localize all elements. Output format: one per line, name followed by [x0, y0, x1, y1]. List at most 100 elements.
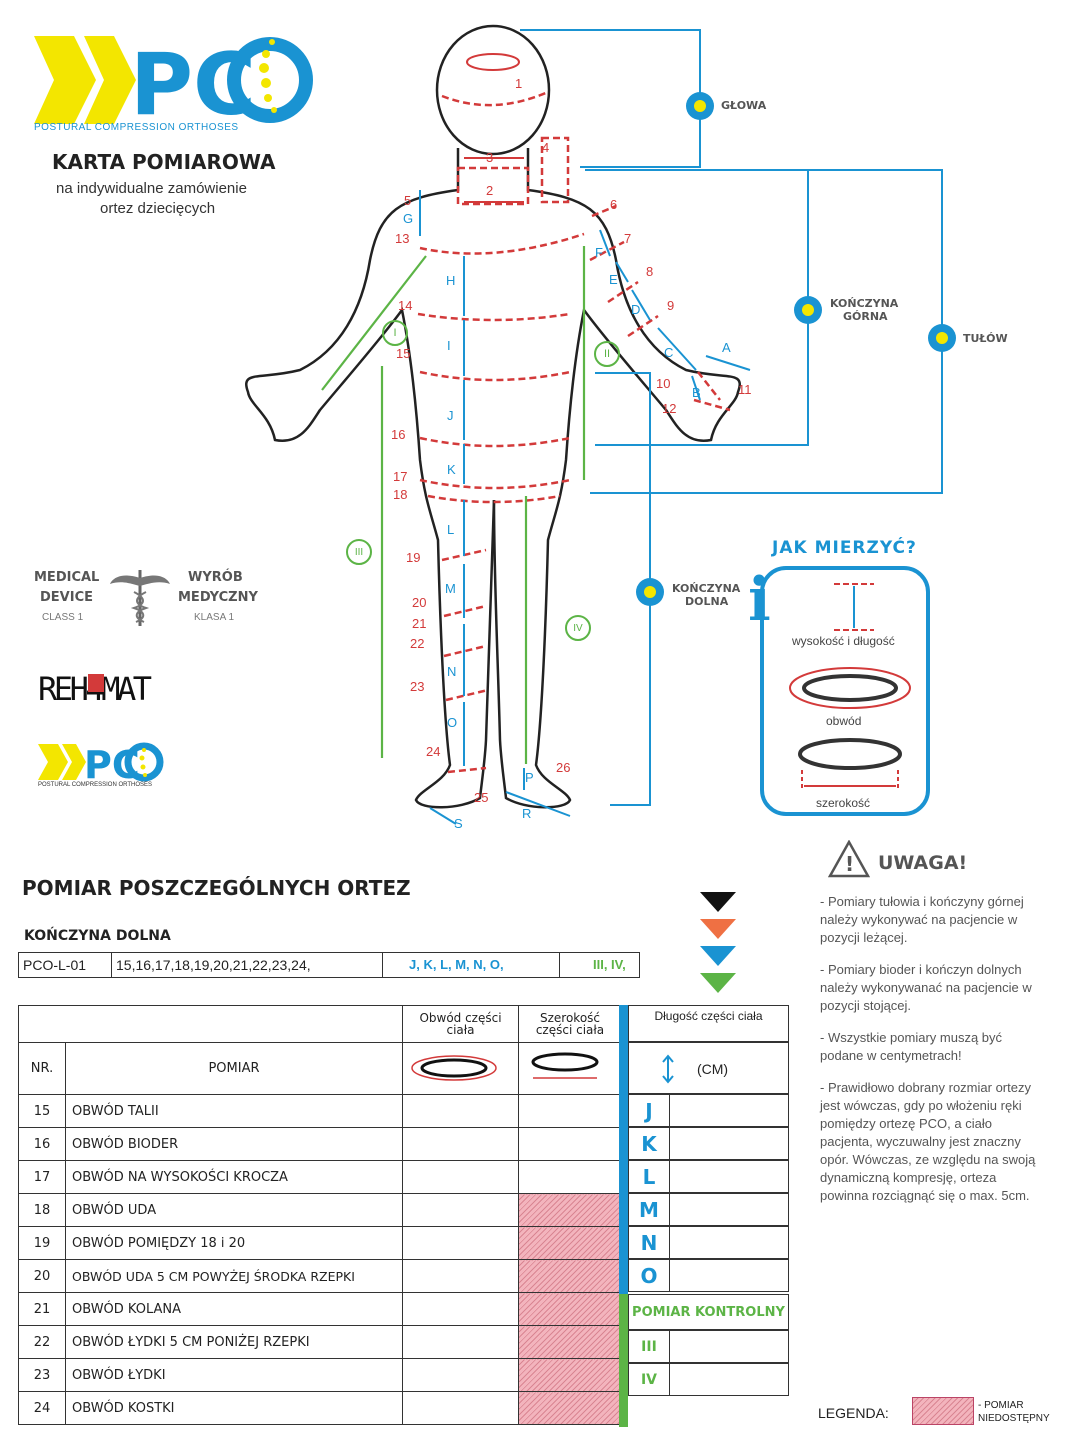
- figure-label-8: 8: [646, 264, 654, 279]
- warning-item-2: - Pomiary bioder i kończyn dolnych należ…: [820, 962, 1032, 1013]
- figure-label-II-text: II: [603, 348, 611, 360]
- length-icon-cell: (CM): [628, 1042, 789, 1094]
- length-input[interactable]: [669, 1193, 789, 1226]
- marker-black-icon: [700, 892, 736, 912]
- width-unavailable: [518, 1358, 622, 1392]
- how-to-measure-title: JAK MIERZYĆ?: [772, 538, 917, 558]
- width-unavailable: [518, 1325, 622, 1359]
- how-height-label: wysokość i długość: [792, 634, 895, 648]
- medical-left-2: DEVICE: [40, 590, 93, 605]
- width-input[interactable]: [518, 1127, 622, 1161]
- logo-tagline-small: POSTURAL COMPRESSION ORTHOSES: [38, 782, 153, 788]
- warning-title: UWAGA!: [878, 852, 968, 874]
- pco-logo-graphic: PC: [34, 35, 313, 135]
- header-length-cell: Długość części ciała: [628, 1005, 789, 1042]
- row-name: OBWÓD ŁYDKI 5 CM PONIŻEJ RZEPKI: [65, 1325, 403, 1359]
- circumference-input[interactable]: [402, 1226, 519, 1260]
- circumference-input[interactable]: [402, 1325, 519, 1359]
- legend-text-1: - POMIAR: [978, 1400, 1024, 1411]
- marker-green-icon: [700, 973, 736, 993]
- figure-label-12: 12: [662, 401, 677, 416]
- figure-label-25: 25: [474, 790, 489, 805]
- how-to-measure-graphic: [789, 583, 911, 790]
- width-input[interactable]: [518, 1094, 622, 1128]
- region-upper-limb-label-2: GÓRNA: [843, 310, 888, 323]
- figure-label-9: 9: [667, 298, 675, 313]
- region-torso-dot: [928, 324, 956, 352]
- how-to-measure-box: wysokość i długość obwód szerokość: [760, 566, 930, 816]
- width-unavailable: [518, 1292, 622, 1326]
- figure-label-5: 5: [404, 193, 412, 208]
- length-column-bar: [619, 1005, 628, 1294]
- figure-label-6: 6: [610, 197, 618, 212]
- circumference-input[interactable]: [402, 1127, 519, 1161]
- figure-label-G: G: [403, 211, 414, 226]
- row-name: OBWÓD BIODER: [65, 1127, 403, 1161]
- width-input[interactable]: [518, 1160, 622, 1194]
- figure-label-14: 14: [398, 298, 413, 313]
- row-nr: 15: [18, 1094, 66, 1128]
- row-nr: 21: [18, 1292, 66, 1326]
- length-letter: N: [628, 1226, 670, 1259]
- control-measure-header: POMIAR KONTROLNY: [628, 1294, 789, 1330]
- row-name: OBWÓD POMIĘDZY 18 i 20: [65, 1226, 403, 1260]
- figure-label-L: L: [447, 522, 455, 537]
- region-lower-limb-dot: [636, 578, 664, 606]
- row-name: OBWÓD UDA: [65, 1193, 403, 1227]
- medical-left-1: MEDICAL: [34, 570, 100, 585]
- circumference-input[interactable]: [402, 1193, 519, 1227]
- width-unavailable: [518, 1193, 622, 1227]
- rehamat-logo: REH4MAT: [38, 664, 158, 708]
- circumference-input[interactable]: [402, 1358, 519, 1392]
- figure-label-15: 15: [396, 346, 411, 361]
- control-input[interactable]: [669, 1363, 789, 1396]
- figure-label-19: 19: [406, 550, 421, 565]
- control-input[interactable]: [669, 1330, 789, 1363]
- circumference-input[interactable]: [402, 1391, 519, 1425]
- length-input[interactable]: [669, 1160, 789, 1193]
- measurement-table: Obwód części ciała Szerokość części ciał…: [18, 1005, 622, 1425]
- row-name: OBWÓD UDA 5 CM POWYŻEJ ŚRODKA RZEPKI: [65, 1259, 403, 1293]
- length-input[interactable]: [669, 1094, 789, 1127]
- figure-label-IV-text: IV: [573, 622, 583, 634]
- figure-label-O: O: [447, 715, 458, 730]
- figure-label-22: 22: [410, 636, 425, 651]
- length-letter: L: [628, 1160, 670, 1193]
- circumference-input[interactable]: [402, 1160, 519, 1194]
- logo-tagline: POSTURAL COMPRESSION ORTHOSES: [34, 122, 239, 133]
- length-unit: (CM): [697, 1061, 729, 1077]
- updown-arrow-icon: [662, 1054, 674, 1084]
- control-letter: IV: [628, 1363, 670, 1396]
- circumference-input[interactable]: [402, 1094, 519, 1128]
- figure-label-C: C: [664, 345, 674, 360]
- marker-orange-icon: [700, 919, 736, 939]
- region-torso-label: TUŁÓW: [963, 332, 1008, 345]
- length-input[interactable]: [669, 1226, 789, 1259]
- figure-label-H: H: [446, 273, 456, 288]
- warning-item-1: - Pomiary tułowia i kończyny górnej nale…: [820, 894, 1024, 945]
- circumference-input[interactable]: [402, 1259, 519, 1293]
- width-unavailable: [518, 1391, 622, 1425]
- length-input[interactable]: [669, 1259, 789, 1292]
- row-nr: 24: [18, 1391, 66, 1425]
- medical-left-3: CLASS 1: [42, 612, 84, 623]
- row-nr: 18: [18, 1193, 66, 1227]
- page-title: KARTA POMIAROWA: [52, 150, 276, 174]
- medical-right-3: KLASA 1: [194, 612, 235, 623]
- figure-label-23: 23: [410, 679, 425, 694]
- length-input[interactable]: [669, 1127, 789, 1160]
- width-icon: [518, 1042, 622, 1095]
- subsection-title: KOŃCZYNA DOLNA: [24, 928, 171, 944]
- figure-label-3: 3: [486, 150, 494, 165]
- figure-label-26: 26: [556, 760, 571, 775]
- figure-label-11: 11: [738, 382, 752, 397]
- figure-label-2: 2: [486, 183, 494, 198]
- circumference-input[interactable]: [402, 1292, 519, 1326]
- marker-blue-icon: [700, 946, 736, 966]
- header-blank: [18, 1005, 403, 1043]
- figure-label-E: E: [609, 272, 618, 287]
- figure-label-III-circle: III: [346, 539, 372, 565]
- row-name: OBWÓD ŁYDKI: [65, 1358, 403, 1392]
- header-nr: NR.: [18, 1042, 66, 1095]
- figure-label-J: J: [447, 408, 454, 423]
